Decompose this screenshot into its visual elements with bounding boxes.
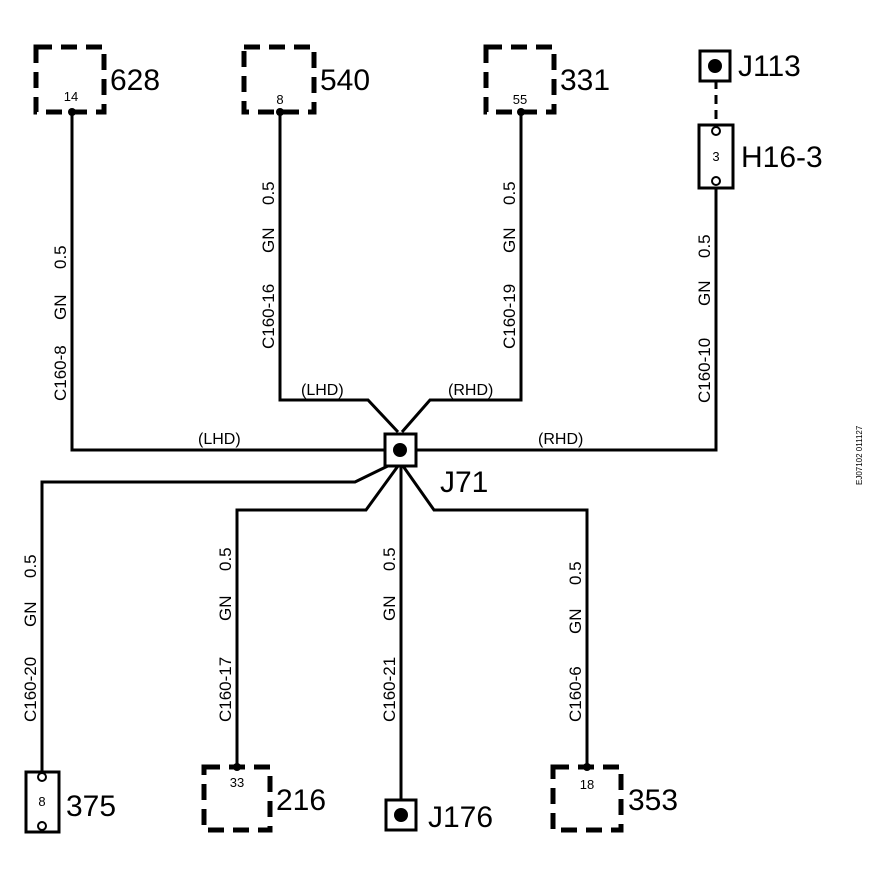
variant-label-lhd: (LHD) [301, 382, 344, 399]
wire-id: C160-16 [259, 284, 278, 349]
terminal-icon [37, 772, 47, 782]
wire-c160-10 [416, 188, 718, 452]
variant-label-rhd: (RHD) [448, 382, 493, 399]
wires [40, 80, 718, 800]
wire-color: GN [51, 295, 70, 321]
splice-j176: J176 [384, 798, 493, 834]
splice-dot-icon [708, 59, 722, 73]
wire-c160-8 [70, 112, 385, 452]
terminal-icon [583, 763, 591, 771]
wire-id: C160-21 [380, 657, 399, 722]
wire-id: C160-10 [695, 338, 714, 403]
splice-j113: J113 [698, 49, 801, 83]
terminal-icon [711, 126, 721, 136]
wire-label-c160-20: C160-20 GN 0.5 [21, 554, 40, 722]
pin-number: 14 [64, 89, 78, 104]
terminal-icon [276, 108, 284, 116]
wire-color: GN [21, 602, 40, 628]
splice-j71: J71 [383, 432, 488, 499]
wire-size: 0.5 [216, 547, 235, 571]
wire-size: 0.5 [21, 554, 40, 578]
wire-label-c160-10: C160-10 GN 0.5 [695, 234, 714, 403]
wire-size: 0.5 [380, 547, 399, 571]
component-540: 8 540 [241, 44, 370, 116]
wire-id: C160-17 [216, 657, 235, 722]
wire-label-c160-17: C160-17 GN 0.5 [216, 547, 235, 722]
pin-number: 8 [38, 794, 45, 809]
component-label: 375 [66, 790, 116, 823]
wire-size: 0.5 [695, 234, 714, 258]
wire-label-c160-6: C160-6 GN 0.5 [566, 561, 585, 722]
wire-color: GN [380, 596, 399, 622]
wire-label-c160-19: C160-19 GN 0.5 [500, 181, 519, 349]
reference-code: EJ07102 011127 [855, 425, 864, 485]
wire-label-c160-16: C160-16 GN 0.5 [259, 181, 278, 349]
wire-c160-17 [235, 465, 400, 765]
wire-color: GN [216, 596, 235, 622]
wire-id: C160-6 [566, 666, 585, 722]
pin-number: 3 [712, 149, 719, 164]
pin-number: 33 [230, 775, 244, 790]
connector-box [241, 44, 317, 115]
variant-label-rhd: (RHD) [538, 431, 583, 448]
connector-box [483, 44, 557, 115]
wire-id: C160-19 [500, 284, 519, 349]
connector-box [33, 44, 107, 115]
terminal-icon [233, 763, 241, 771]
pin-number: 8 [276, 92, 283, 107]
variant-label-lhd: (LHD) [198, 431, 241, 448]
splice-dot-icon [394, 808, 408, 822]
component-label: J176 [428, 801, 493, 834]
component-label: 353 [628, 784, 678, 817]
terminal-icon [68, 108, 76, 116]
wire-size: 0.5 [259, 181, 278, 205]
wire-c160-16 [278, 112, 400, 434]
wire-size: 0.5 [51, 245, 70, 269]
terminal-icon [711, 176, 721, 186]
wire-c160-19 [400, 112, 523, 433]
splice-dot-icon [393, 443, 407, 457]
wire-color: GN [566, 609, 585, 635]
pin-number: 18 [580, 777, 594, 792]
pin-number: 55 [513, 92, 527, 107]
wire-id: C160-20 [21, 657, 40, 722]
terminal-icon [37, 821, 47, 831]
component-label: J113 [738, 50, 801, 83]
component-label: H16-3 [741, 141, 823, 174]
wire-label-c160-8: C160-8 GN 0.5 [51, 245, 70, 401]
component-353: 18 353 [550, 763, 678, 833]
component-label: 216 [276, 784, 326, 817]
component-label: 331 [560, 64, 610, 97]
wire-c160-20 [40, 460, 397, 772]
terminal-icon [517, 108, 525, 116]
component-label: J71 [440, 466, 488, 499]
component-331: 55 331 [483, 44, 610, 116]
component-label: 628 [110, 64, 160, 97]
wire-size: 0.5 [566, 561, 585, 585]
wire-color: GN [500, 228, 519, 254]
component-628: 14 628 [33, 44, 160, 116]
connector-375: 8 375 [24, 770, 116, 834]
wire-size: 0.5 [500, 181, 519, 205]
wire-color: GN [259, 228, 278, 254]
component-label: 540 [320, 64, 370, 97]
wire-id: C160-8 [51, 345, 70, 401]
wire-color: GN [695, 281, 714, 307]
component-216: 33 216 [201, 763, 326, 833]
wire-c160-6 [401, 465, 589, 765]
connector-h16-3: 3 H16-3 [697, 123, 823, 190]
wire-label-c160-21: C160-21 GN 0.5 [380, 547, 399, 722]
